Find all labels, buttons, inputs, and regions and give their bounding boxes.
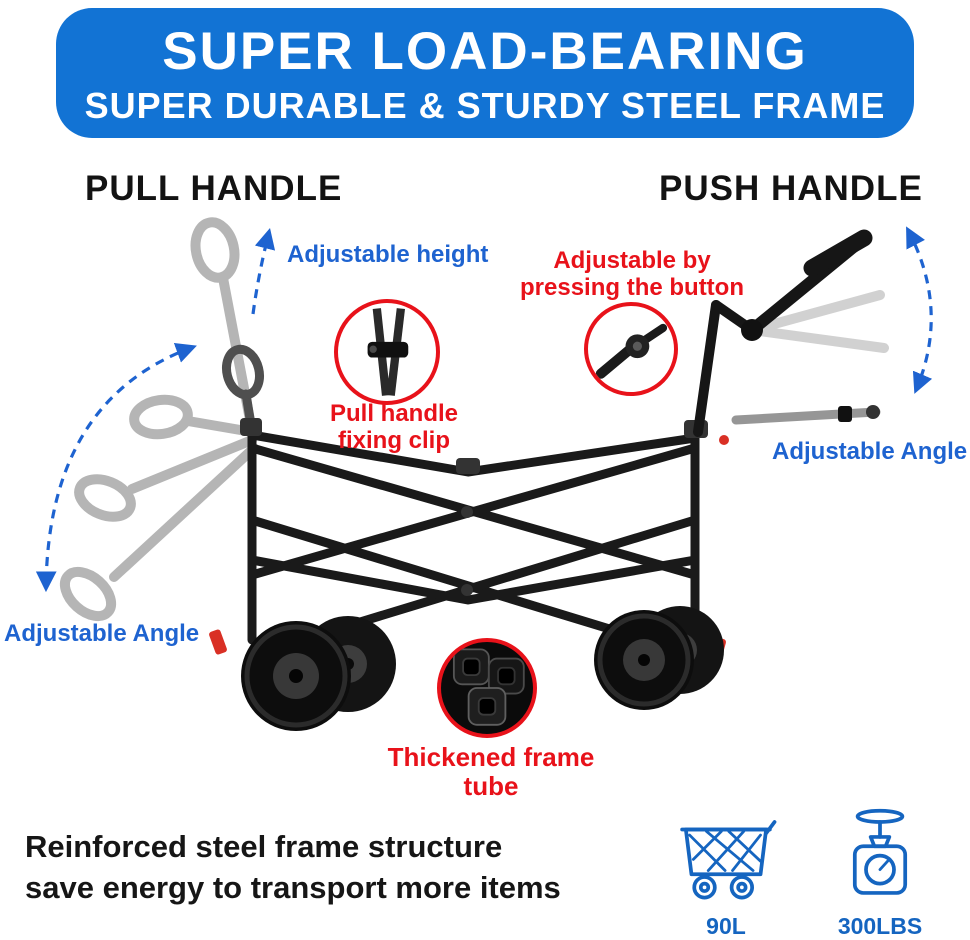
annotation-adjustable-button: Adjustable by pressing the button [512, 247, 752, 302]
weight-spec: 300LBS [826, 794, 934, 940]
annotation-adjustable-button-line1: Adjustable by [553, 247, 711, 274]
annotation-adjustable-height: Adjustable height [287, 241, 489, 268]
footer-line1: Reinforced steel frame structure [25, 829, 503, 864]
annotation-fixing-clip-line2: fixing clip [337, 426, 450, 454]
pull-handle-heading: PULL HANDLE [85, 169, 343, 208]
capacity-value: 90L [706, 913, 746, 939]
fixing-clip-callout [334, 299, 440, 405]
push-handle-joint [741, 319, 763, 341]
footer-line2: save energy to transport more items [25, 870, 561, 905]
banner: SUPER LOAD-BEARING SUPER DURABLE & STURD… [56, 8, 914, 138]
frame-tube-callout [437, 638, 537, 738]
annotation-adjustable-angle-left: Adjustable Angle [4, 620, 200, 647]
push-button-callout [584, 302, 678, 396]
frame-tube-detail-icon [452, 648, 525, 726]
capacity-spec: 90L [672, 794, 780, 940]
banner-subtitle: SUPER DURABLE & STURDY STEEL FRAME [84, 85, 886, 126]
weighing-scale-icon [852, 808, 908, 895]
wheels [241, 606, 724, 731]
push-button-detail-icon [595, 323, 668, 379]
wagon-load-icon [680, 820, 777, 900]
annotation-thickened-tube: Thickened frame tube [387, 742, 595, 802]
pull-handle-ghosts [59, 217, 259, 622]
fixing-clip-detail-icon [367, 308, 409, 396]
annotation-adjustable-angle-right: Adjustable Angle [772, 438, 968, 465]
push-handle-stored-bar [731, 405, 881, 425]
banner-title: SUPER LOAD-BEARING [162, 22, 808, 81]
annotation-fixing-clip: Pull handle fixing clip [314, 400, 474, 455]
push-handle-ghosts [747, 290, 889, 353]
annotation-adjustable-button-line2: pressing the button [520, 273, 744, 301]
footer-text: Reinforced steel frame structure save en… [25, 826, 561, 908]
motion-arrows [35, 226, 933, 593]
push-handle-heading: PUSH HANDLE [659, 169, 923, 208]
weight-value: 300LBS [837, 913, 923, 939]
annotation-fixing-clip-line1: Pull handle [329, 400, 458, 427]
